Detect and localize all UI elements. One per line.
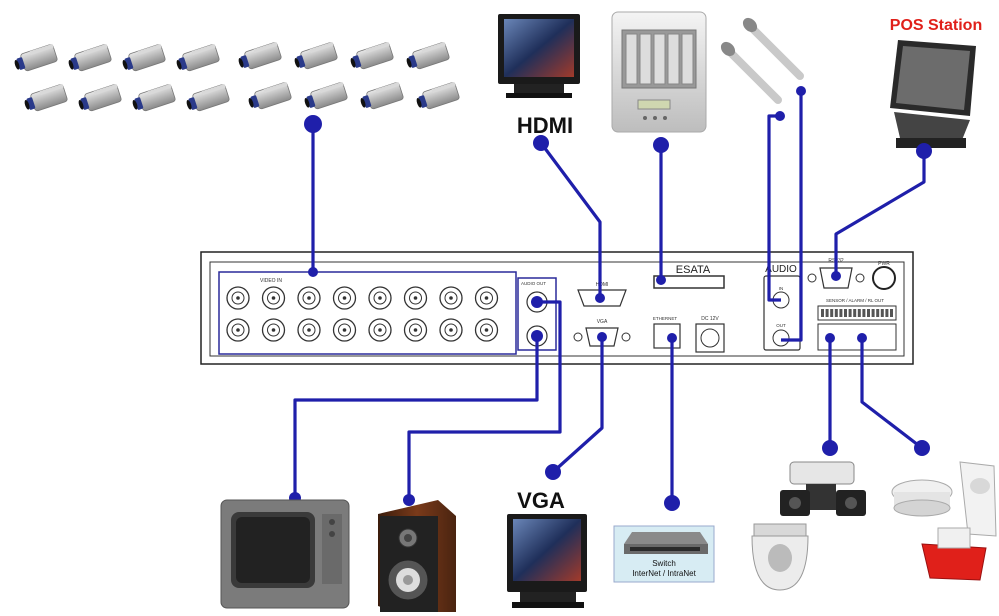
hdmi-title: HDMI [517,113,573,138]
alarm-pin [830,309,834,317]
alarm-pin [876,309,880,317]
camera-icon [245,81,293,113]
bnc-port [474,286,499,310]
microphone-icon [742,17,804,80]
esata-port: ESATA [653,264,725,289]
switch-label-line1: Switch [652,559,676,568]
audio-out-port-label: OUT [776,323,786,328]
alarm-pin [821,309,824,317]
bnc-port [261,286,286,310]
camera-icon [11,43,59,75]
camera-grid [11,41,461,115]
camera-icon [301,81,349,113]
alarm-pin [848,309,852,317]
dome-camera-icon [751,523,809,591]
alarm-pin [871,309,875,317]
camera-icon [75,83,123,115]
camera-icon [403,41,451,73]
hdmi-port-label: HDMI [596,282,609,288]
pos-terminal-icon [890,40,976,148]
connector-dots [289,86,932,511]
bnc-port [439,286,463,310]
dvr-rear-panel [200,251,914,365]
esata-label: ESATA [676,264,711,276]
audio-in-label: IN [779,286,784,291]
ethernet-port: ETHERNET [653,316,681,349]
speaker-icon [378,500,456,612]
camera-icon [235,41,283,73]
bnc-port [297,318,321,342]
cables [293,91,926,503]
camera-icon [347,41,395,73]
bnc-header-label: VIDEO IN [260,278,282,284]
alarm-pin [885,309,889,317]
power-switch: PWR [872,261,896,290]
camera-icon [413,81,461,113]
camera-icon [291,41,339,73]
bnc-port [332,286,357,310]
smoke-detector-icon [891,479,953,517]
bnc-port [261,318,286,342]
bnc-port [332,318,357,342]
camera-icon [65,43,113,75]
alarm-pin [857,309,861,317]
camera-icon [357,81,405,113]
alarm-terminal-block: SENSOR / ALARM / RL OUT [817,298,897,351]
camera-icon [183,83,231,115]
camera-icon [173,43,221,75]
bnc-port [403,286,428,310]
camera-icon [21,83,69,115]
vga-title: VGA [517,488,565,513]
bnc-port [226,286,250,310]
alarm-pin [834,309,838,317]
alarm-pin [825,309,829,317]
camera-icon [119,43,167,75]
alarm-pin [890,309,893,317]
audio-label: AUDIO [765,264,797,275]
dc-label: DC 12V [701,316,719,322]
pwr-label: PWR [878,261,890,267]
alarm-pin [844,309,847,317]
bnc-port [403,318,428,342]
alarm-header-label: SENSOR / ALARM / RL OUT [826,298,884,303]
vga-port-label: VGA [597,319,608,325]
audio-block: AUDIO IN OUT [763,264,801,351]
alarm-pin [862,309,866,317]
microphone-icon [720,41,782,104]
ptz-camera-icon [780,461,866,516]
storage-nas-icon [611,11,707,133]
bnc-port [226,318,250,342]
switch-label-line2: InterNet / IntraNet [632,569,696,578]
vga-port: VGA [573,319,631,347]
dc-power-port: DC 12V [695,316,725,353]
alarm-pin [853,309,857,317]
motion-sensor-icon [959,461,997,537]
alarm-pin [867,309,870,317]
bnc-port [368,318,392,342]
bnc-port [474,318,499,342]
camera-icon [129,83,177,115]
alarm-siren-icon [921,527,987,581]
bnc-ports [226,286,499,342]
bnc-port [368,286,392,310]
audio-out-label: AUDIO OUT [521,281,546,286]
bnc-video-in-block: VIDEO IN [218,271,517,355]
pos-station-title: POS Station [890,17,982,34]
hdmi-monitor-icon [498,14,580,98]
alarm-pin [880,309,884,317]
vga-monitor-icon [507,514,587,608]
bnc-port [297,286,321,310]
alarm-pin [839,309,843,317]
bnc-port [439,318,463,342]
network-switch-icon [613,525,715,583]
ethernet-label: ETHERNET [653,316,678,321]
crt-tv-icon [220,499,350,609]
